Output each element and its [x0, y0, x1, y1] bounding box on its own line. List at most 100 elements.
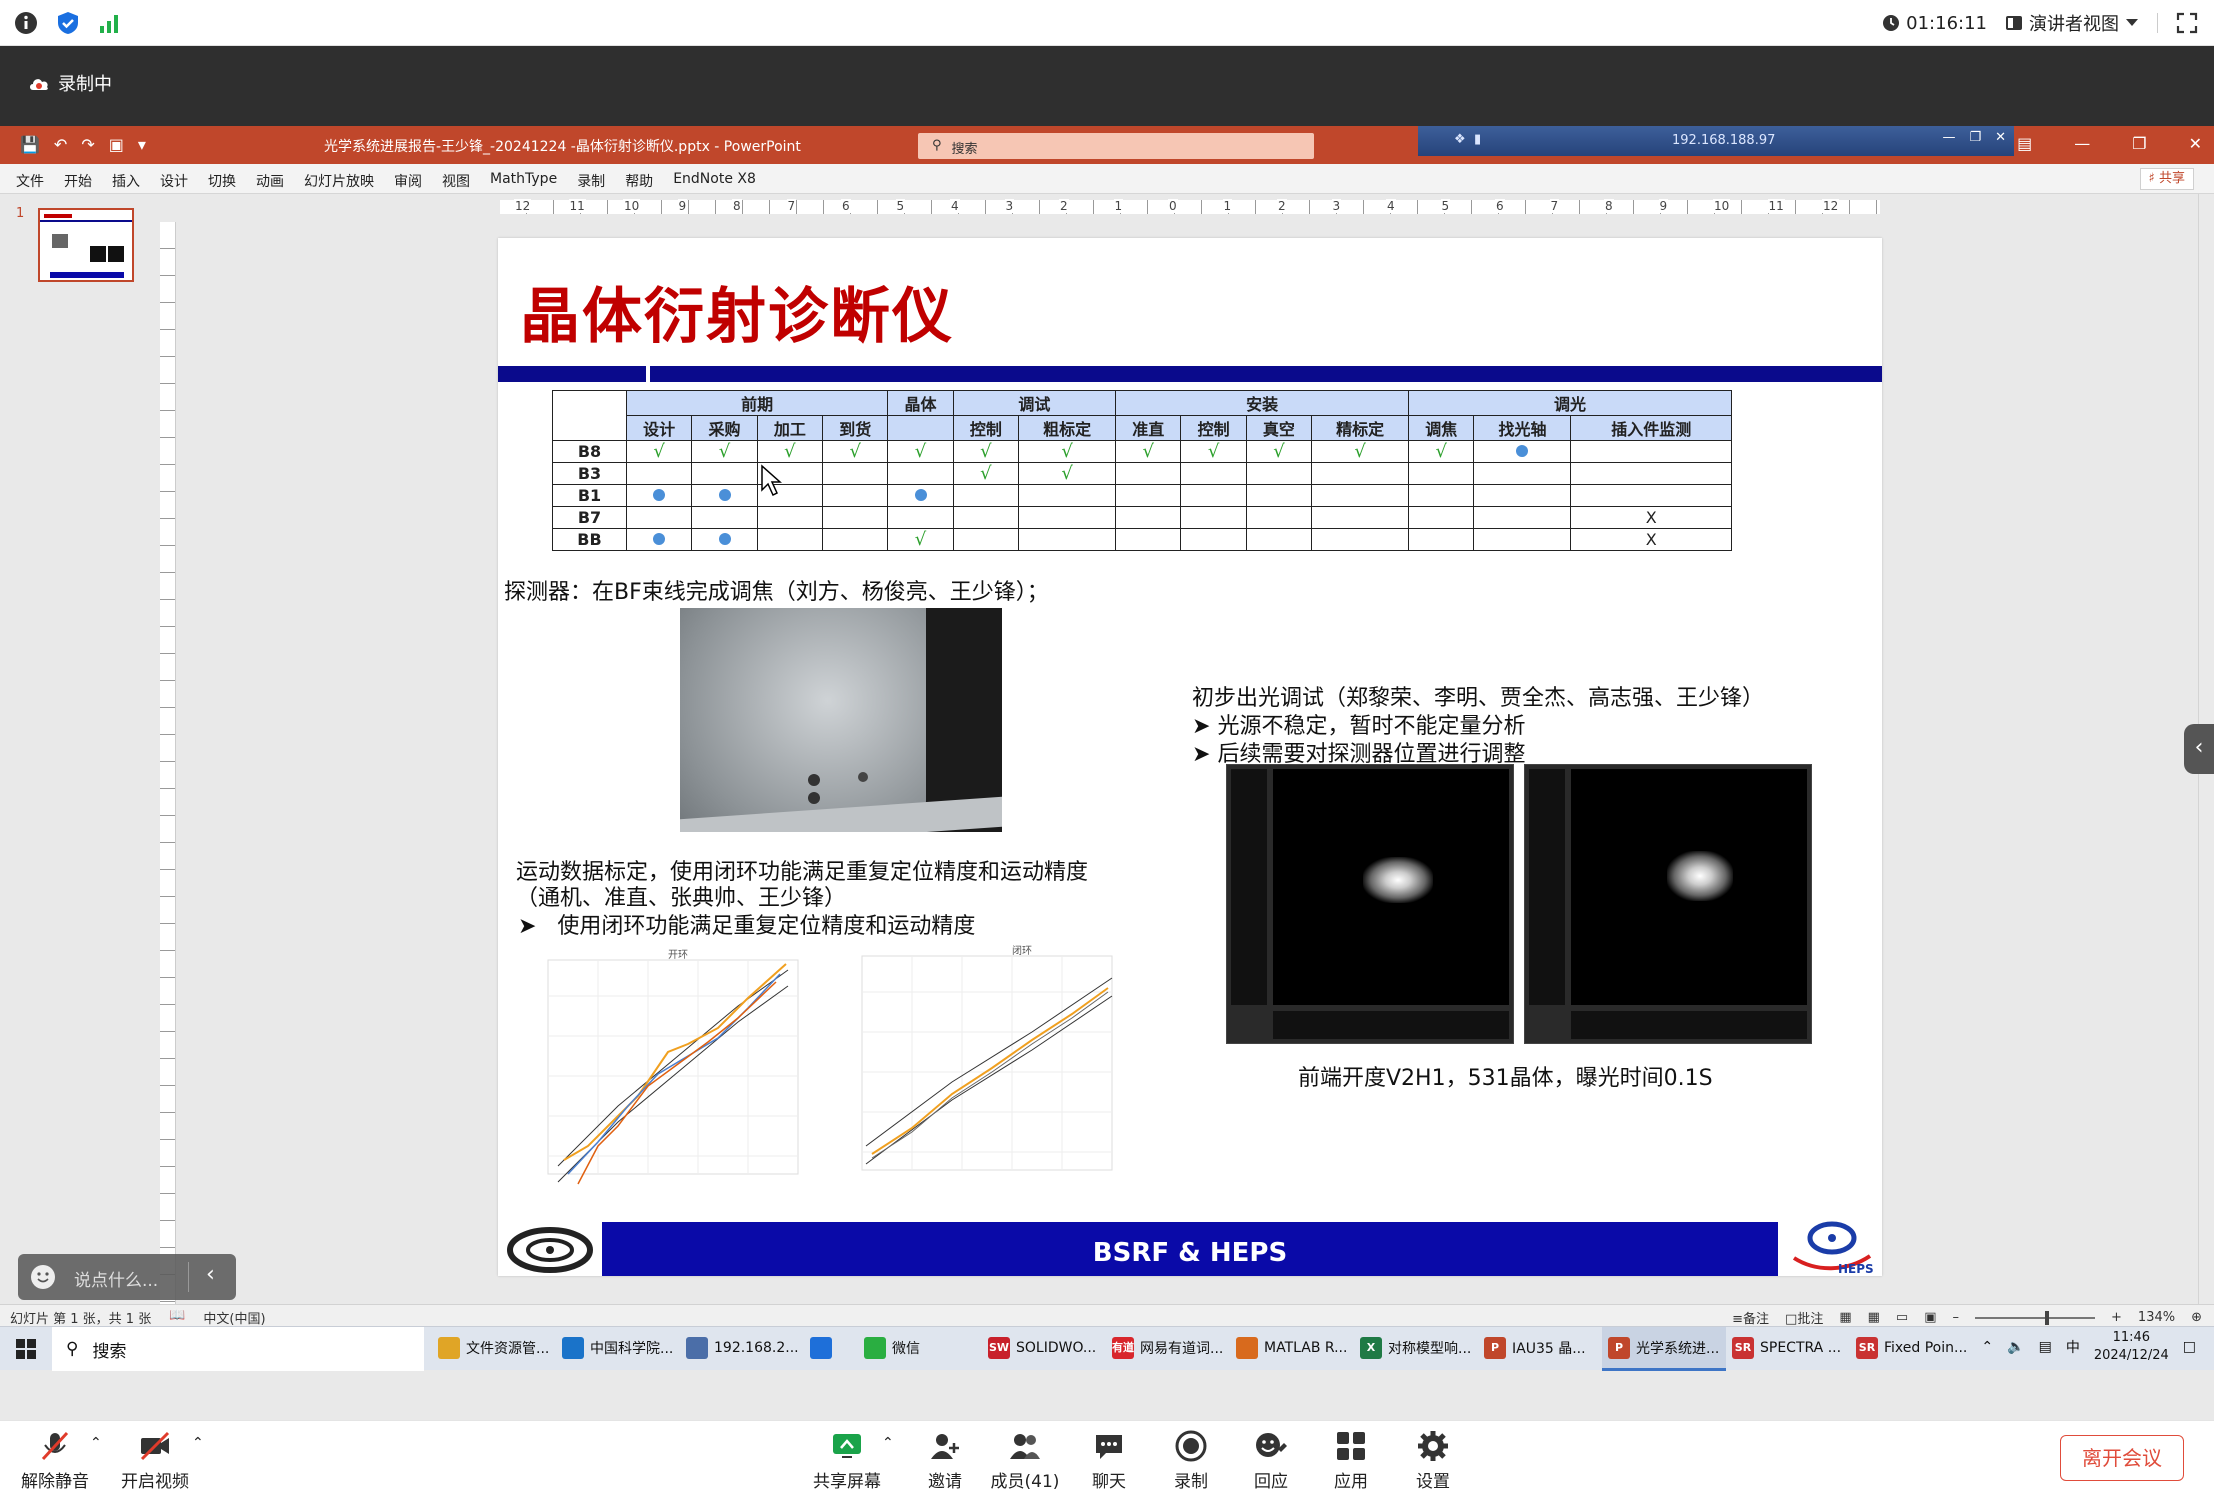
ppt-search-box[interactable]: ⚲ 搜索: [918, 133, 1314, 159]
taskbar-app[interactable]: 192.168.2...: [680, 1327, 804, 1371]
language-indicator[interactable]: 中文(中国): [203, 1312, 266, 1327]
mic-options-icon[interactable]: ⌃: [90, 1435, 102, 1451]
app-icon: SR: [1856, 1336, 1878, 1359]
menu-slideshow[interactable]: 幻灯片放映: [304, 174, 374, 190]
vertical-scrollbar[interactable]: [2198, 194, 2214, 1354]
windows-start-icon[interactable]: [16, 1339, 36, 1359]
redo-icon[interactable]: ↷: [81, 135, 95, 154]
menu-insert[interactable]: 插入: [112, 174, 140, 190]
leave-meeting-button[interactable]: 离开会议: [2060, 1435, 2184, 1481]
chat-input-bubble[interactable]: 说点什么... ‹: [18, 1254, 236, 1300]
signal-icon[interactable]: [98, 11, 122, 35]
slideshow-view-icon[interactable]: ▣: [1924, 1310, 1937, 1325]
table-cell: [1018, 506, 1117, 529]
remote-minimize-icon[interactable]: —: [1942, 130, 1956, 145]
zoom-slider[interactable]: [1975, 1310, 2096, 1325]
share-options-icon[interactable]: ⌃: [882, 1435, 894, 1451]
remote-restore-icon[interactable]: ❐: [1969, 130, 1982, 145]
thumb-image: [108, 246, 124, 262]
zoom-out-icon[interactable]: –: [1952, 1310, 1960, 1325]
table-cell: [1115, 484, 1182, 507]
unmute-button[interactable]: 解除静音: [10, 1429, 100, 1492]
menu-design[interactable]: 设计: [160, 174, 188, 190]
emoji-icon[interactable]: [30, 1264, 56, 1290]
save-icon[interactable]: 💾: [20, 135, 40, 154]
shield-icon[interactable]: [56, 11, 80, 35]
restore-icon[interactable]: ❐: [2132, 134, 2147, 153]
table-cell: [1180, 462, 1247, 485]
menu-endnote[interactable]: EndNote X8: [673, 171, 756, 187]
menu-animations[interactable]: 动画: [256, 174, 284, 190]
video-options-icon[interactable]: ⌃: [192, 1435, 204, 1451]
taskbar-clock[interactable]: 11:46 2024/12/24: [2093, 1330, 2169, 1363]
zoom-level[interactable]: 134%: [2137, 1310, 2176, 1325]
menu-help[interactable]: 帮助: [625, 174, 654, 190]
close-icon[interactable]: ✕: [2188, 134, 2202, 153]
minimize-icon[interactable]: —: [2074, 134, 2091, 153]
collapse-side-panel-button[interactable]: ‹: [2184, 724, 2214, 774]
sorter-view-icon[interactable]: ▦: [1867, 1310, 1880, 1325]
zoom-slider-knob[interactable]: [2045, 1310, 2050, 1325]
collapse-chat-icon[interactable]: ‹: [206, 1262, 215, 1287]
limit-line: [865, 995, 1113, 1165]
notification-icon[interactable]: □: [2182, 1339, 2196, 1355]
taskbar-app[interactable]: 文件资源管...: [432, 1327, 556, 1371]
notes-button[interactable]: ≡备注: [1732, 1312, 1770, 1327]
share-button[interactable]: ♯ 共享: [2139, 168, 2194, 190]
ruler-label: 11: [1767, 199, 1785, 213]
pin-icon[interactable]: ❖: [1454, 132, 1466, 147]
settings-button[interactable]: 设置: [1388, 1429, 1478, 1492]
members-button[interactable]: 成员(41): [980, 1429, 1070, 1492]
menu-home[interactable]: 开始: [64, 174, 92, 190]
present-icon[interactable]: ▣: [108, 135, 124, 154]
recording-indicator[interactable]: 录制中: [28, 70, 112, 96]
undo-icon[interactable]: ↶: [53, 135, 68, 154]
taskbar-search[interactable]: ⚲ 搜索: [52, 1327, 424, 1371]
taskbar-app[interactable]: 中国科学院...: [556, 1327, 680, 1371]
comments-button[interactable]: □批注: [1785, 1312, 1824, 1327]
ribbon-display-icon[interactable]: ▤: [2017, 134, 2033, 153]
menu-file[interactable]: 文件: [16, 174, 44, 190]
slide-thumbnail[interactable]: [38, 208, 134, 282]
menu-transitions[interactable]: 切换: [208, 174, 236, 190]
taskbar-app[interactable]: 有道网易有道词...: [1106, 1327, 1230, 1371]
taskbar-app[interactable]: MATLAB R...: [1230, 1327, 1354, 1371]
tray-expand-icon[interactable]: ⌃: [1981, 1339, 1994, 1355]
taskbar-app[interactable]: 微信: [858, 1327, 982, 1371]
menu-mathtype[interactable]: MathType: [490, 171, 558, 187]
network-icon[interactable]: ▤: [2038, 1339, 2052, 1355]
customize-toolbar-icon[interactable]: ▾: [137, 135, 146, 154]
photo-dot: [858, 772, 868, 782]
info-icon[interactable]: [14, 11, 38, 35]
menu-record[interactable]: 录制: [577, 174, 606, 190]
apps-button[interactable]: 应用: [1306, 1429, 1396, 1492]
normal-view-icon[interactable]: ▦: [1839, 1310, 1852, 1325]
view-mode-dropdown[interactable]: 演讲者视图: [2005, 10, 2139, 36]
fit-slide-icon[interactable]: ⊕: [2191, 1310, 2202, 1325]
spellcheck-icon[interactable]: 📖: [169, 1308, 186, 1323]
record-button[interactable]: 录制: [1146, 1429, 1236, 1492]
reactions-button[interactable]: 回应: [1226, 1429, 1316, 1492]
slide-canvas[interactable]: 晶体衍射诊断仪 前期晶体调试安装调光设计采购加工到货控制粗标定准直控制真空精标定…: [498, 238, 1882, 1276]
chat-button[interactable]: 聊天: [1064, 1429, 1154, 1492]
speaker-icon[interactable]: 🔈: [2007, 1339, 2025, 1355]
zoom-in-icon[interactable]: +: [2111, 1310, 2122, 1325]
fullscreen-icon[interactable]: [2176, 12, 2198, 34]
ime-indicator[interactable]: 中: [2065, 1340, 2080, 1356]
menu-review[interactable]: 审阅: [394, 174, 422, 190]
share-screen-button[interactable]: 共享屏幕: [802, 1429, 892, 1492]
invite-button[interactable]: 邀请: [900, 1429, 990, 1492]
reading-view-icon[interactable]: ▭: [1895, 1310, 1909, 1325]
start-video-button[interactable]: 开启视频: [110, 1429, 200, 1492]
app-label: MATLAB R...: [1264, 1339, 1348, 1356]
taskbar-app[interactable]: [804, 1327, 858, 1371]
beam-frame: [1571, 769, 1807, 1005]
remote-close-icon[interactable]: ✕: [1995, 130, 2006, 145]
menu-view[interactable]: 视图: [442, 174, 470, 190]
